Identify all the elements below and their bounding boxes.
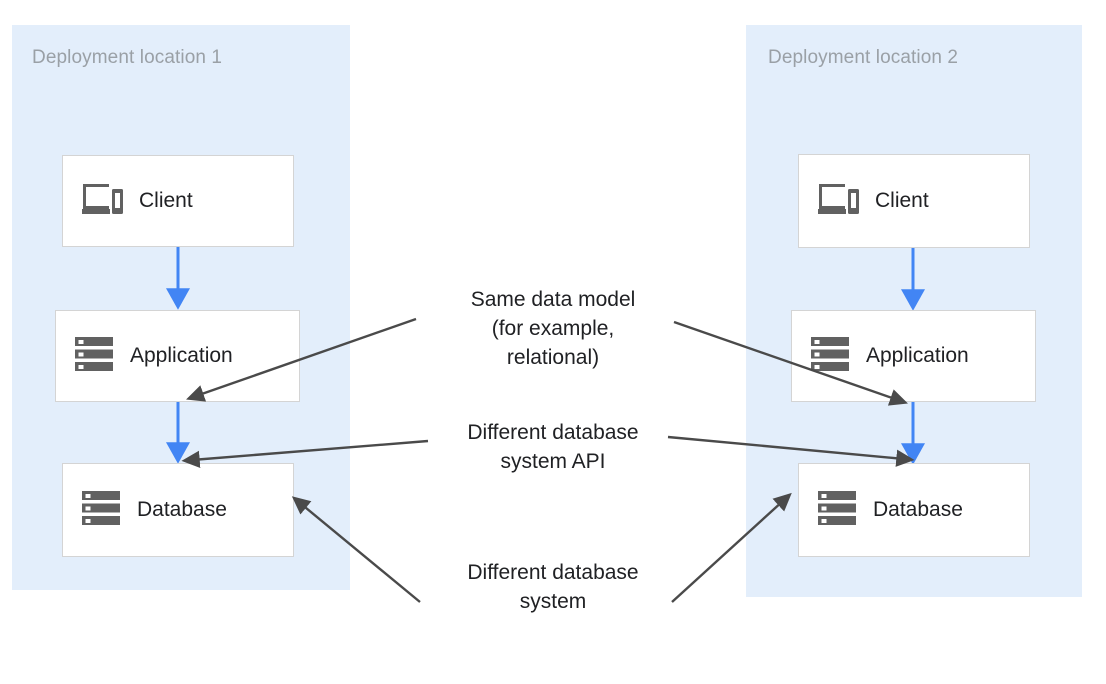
node-label: Database xyxy=(137,498,227,521)
node-database-1[interactable]: Database xyxy=(62,463,294,557)
annotation-data-model: Same data model (for example, relational… xyxy=(424,285,682,372)
node-application-2[interactable]: Application xyxy=(791,310,1036,402)
server-stack-icon xyxy=(810,336,850,377)
zone-2-title: Deployment location 2 xyxy=(768,47,959,68)
server-stack-icon xyxy=(81,490,121,531)
annotation-line: relational) xyxy=(506,346,600,369)
node-client-2[interactable]: Client xyxy=(798,154,1030,248)
annotation-line: system xyxy=(519,590,587,613)
server-stack-icon xyxy=(817,490,857,531)
annotation-line: Same data model xyxy=(470,288,636,311)
node-database-2[interactable]: Database xyxy=(798,463,1030,557)
annotation-line: (for example, xyxy=(491,317,615,340)
devices-icon xyxy=(817,182,859,221)
node-label: Database xyxy=(873,498,963,521)
annotation-line: system API xyxy=(500,450,606,473)
node-label: Application xyxy=(130,344,233,367)
annotation-line: Different database xyxy=(467,421,639,444)
annotation-db-api: Different database system API xyxy=(424,418,682,476)
devices-icon xyxy=(81,182,123,221)
annotation-db-system: Different database system xyxy=(424,558,682,616)
node-label: Application xyxy=(866,344,969,367)
node-label: Client xyxy=(139,189,193,212)
node-label: Client xyxy=(875,189,929,212)
node-application-1[interactable]: Application xyxy=(55,310,300,402)
annotation-line: Different database xyxy=(467,561,639,584)
server-stack-icon xyxy=(74,336,114,377)
zone-1-title: Deployment location 1 xyxy=(32,47,223,68)
node-client-1[interactable]: Client xyxy=(62,155,294,247)
